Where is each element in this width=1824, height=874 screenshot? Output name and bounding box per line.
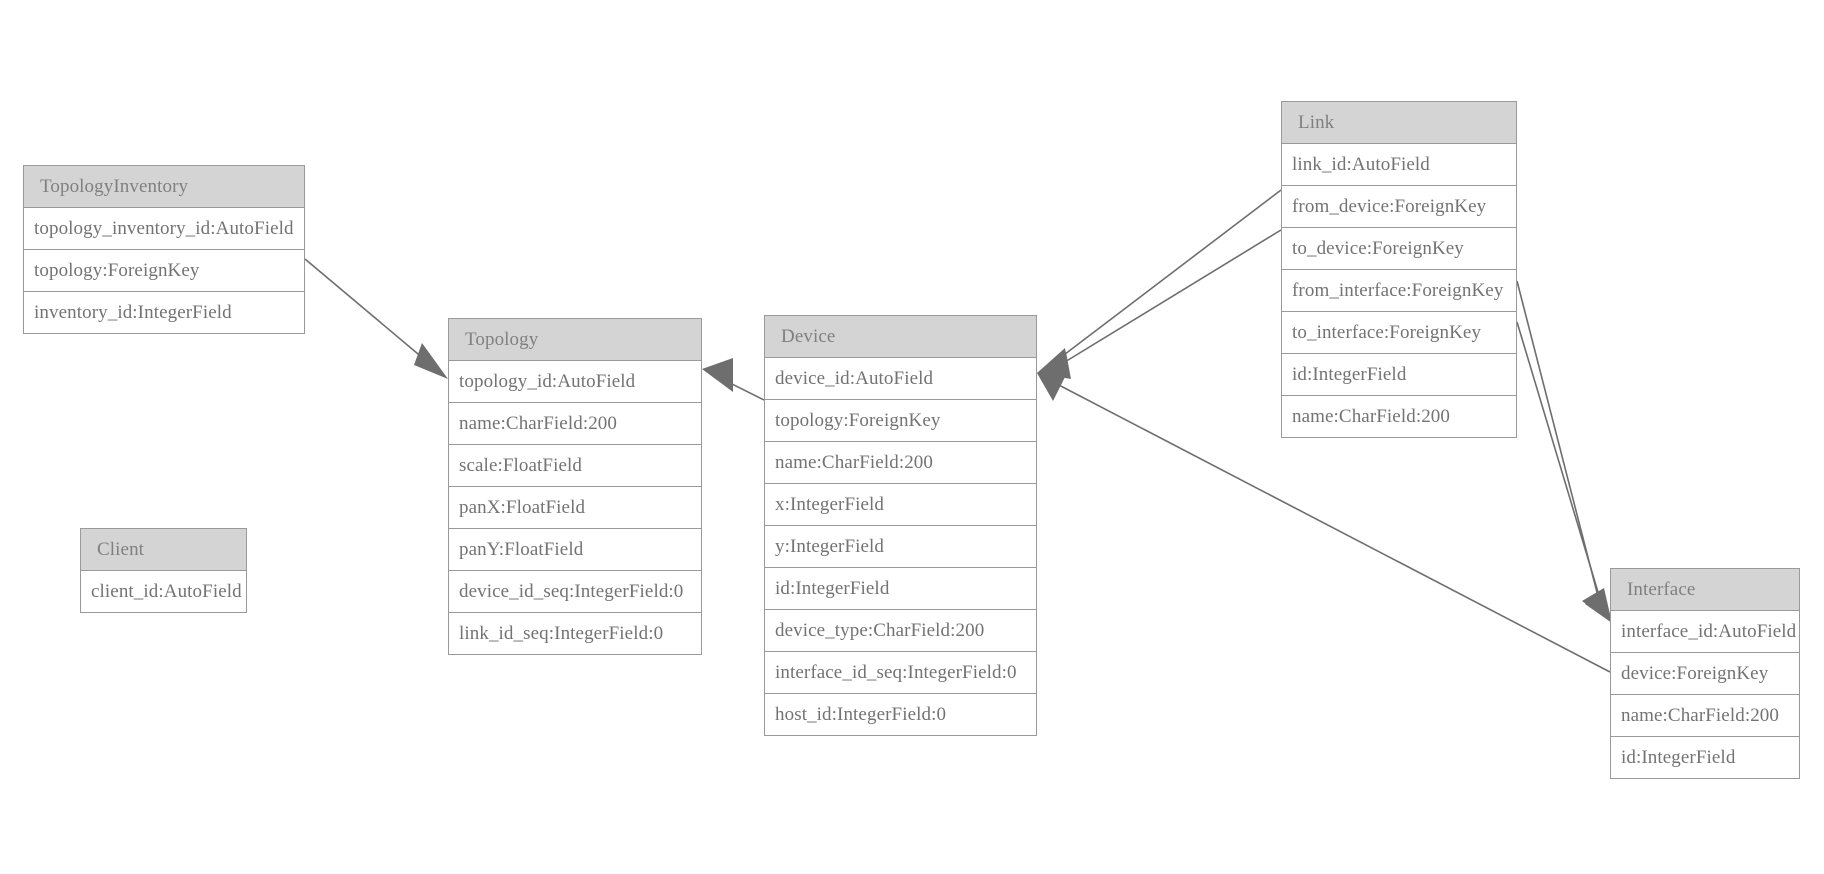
field-row[interactable]: name:CharField:200 [765,442,1036,484]
field-row[interactable]: scale:FloatField [449,445,701,487]
field-row[interactable]: name:CharField:200 [449,403,701,445]
field-row[interactable]: to_device:ForeignKey [1282,228,1516,270]
field-row[interactable]: inventory_id:IntegerField [24,292,304,333]
entity-client[interactable]: Client client_id:AutoField [80,528,247,613]
field-row[interactable]: interface_id_seq:IntegerField:0 [765,652,1036,694]
relationship-link-to-interface [1516,321,1612,623]
entity-title-topology: Topology [449,319,701,361]
field-row[interactable]: device_id:AutoField [765,358,1036,400]
entity-interface[interactable]: Interface interface_id:AutoField device:… [1610,568,1800,779]
field-row[interactable]: device_id_seq:IntegerField:0 [449,571,701,613]
field-row[interactable]: y:IntegerField [765,526,1036,568]
field-row[interactable]: to_interface:ForeignKey [1282,312,1516,354]
entity-device[interactable]: Device device_id:AutoField topology:Fore… [764,315,1037,736]
field-row[interactable]: topology:ForeignKey [24,250,304,292]
entity-link[interactable]: Link link_id:AutoField from_device:Forei… [1281,101,1517,438]
field-row[interactable]: topology_id:AutoField [449,361,701,403]
entity-title-interface: Interface [1611,569,1799,611]
entity-title-link: Link [1282,102,1516,144]
field-row[interactable]: id:IntegerField [1611,737,1799,778]
field-row[interactable]: link_id:AutoField [1282,144,1516,186]
entity-topology[interactable]: Topology topology_id:AutoField name:Char… [448,318,702,655]
field-row[interactable]: name:CharField:200 [1611,695,1799,737]
field-row[interactable]: id:IntegerField [1282,354,1516,396]
field-row[interactable]: device_type:CharField:200 [765,610,1036,652]
field-row[interactable]: device:ForeignKey [1611,653,1799,695]
relationship-link-from-interface [1516,280,1612,623]
field-row[interactable]: panX:FloatField [449,487,701,529]
field-row[interactable]: name:CharField:200 [1282,396,1516,437]
field-row[interactable]: topology:ForeignKey [765,400,1036,442]
field-row[interactable]: client_id:AutoField [81,571,246,612]
relationship-link-from-device [1037,189,1282,377]
entity-title-device: Device [765,316,1036,358]
relationship-topologyinventory-topology [304,258,448,379]
field-row[interactable]: link_id_seq:IntegerField:0 [449,613,701,654]
entity-topologyinventory[interactable]: TopologyInventory topology_inventory_id:… [23,165,305,334]
field-row[interactable]: x:IntegerField [765,484,1036,526]
entity-title-client: Client [81,529,246,571]
relationship-device-topology [702,358,765,401]
field-row[interactable]: host_id:IntegerField:0 [765,694,1036,735]
relationship-link-to-device [1037,229,1282,379]
field-row[interactable]: panY:FloatField [449,529,701,571]
entity-title-topologyinventory: TopologyInventory [24,166,304,208]
field-row[interactable]: topology_inventory_id:AutoField [24,208,304,250]
field-row[interactable]: id:IntegerField [765,568,1036,610]
field-row[interactable]: from_device:ForeignKey [1282,186,1516,228]
field-row[interactable]: from_interface:ForeignKey [1282,270,1516,312]
field-row[interactable]: interface_id:AutoField [1611,611,1799,653]
